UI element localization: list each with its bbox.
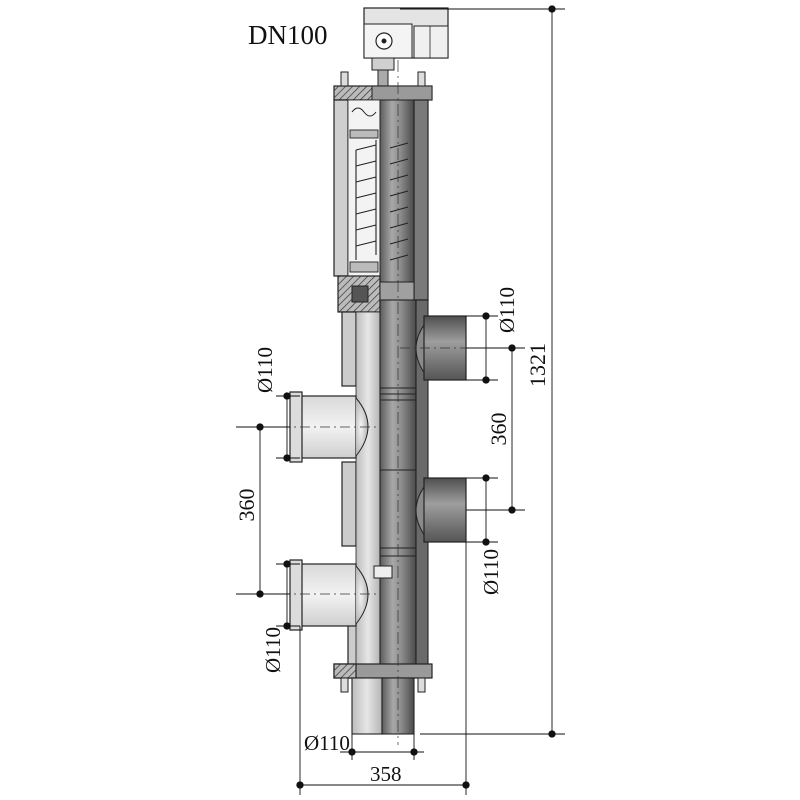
actuator-head [363, 7, 449, 87]
drawing-title: DN100 [248, 20, 328, 50]
left-upper-port-label: Ø110 [253, 347, 277, 393]
left-lower-port [240, 559, 380, 631]
left-upper-port [240, 391, 380, 463]
overall-width-label: 358 [370, 762, 402, 786]
bolt-icon [340, 71, 349, 87]
bolt-icon [417, 677, 426, 693]
right-upper-port-label: Ø110 [495, 287, 519, 333]
overall-height-label: 1321 [525, 343, 550, 387]
right-lower-port-label: Ø110 [479, 549, 503, 595]
left-spacing-label: 360 [234, 489, 259, 522]
left-lower-port-label: Ø110 [261, 627, 285, 673]
spring-housing [333, 71, 433, 313]
bolt-icon [340, 677, 349, 693]
right-lower-port [415, 477, 467, 543]
right-upper-port [400, 315, 520, 381]
dimension-lines [236, 5, 565, 795]
right-spacing-label: 360 [486, 413, 511, 446]
bottom-port-label: Ø110 [304, 731, 350, 755]
bolt-icon [417, 71, 426, 87]
